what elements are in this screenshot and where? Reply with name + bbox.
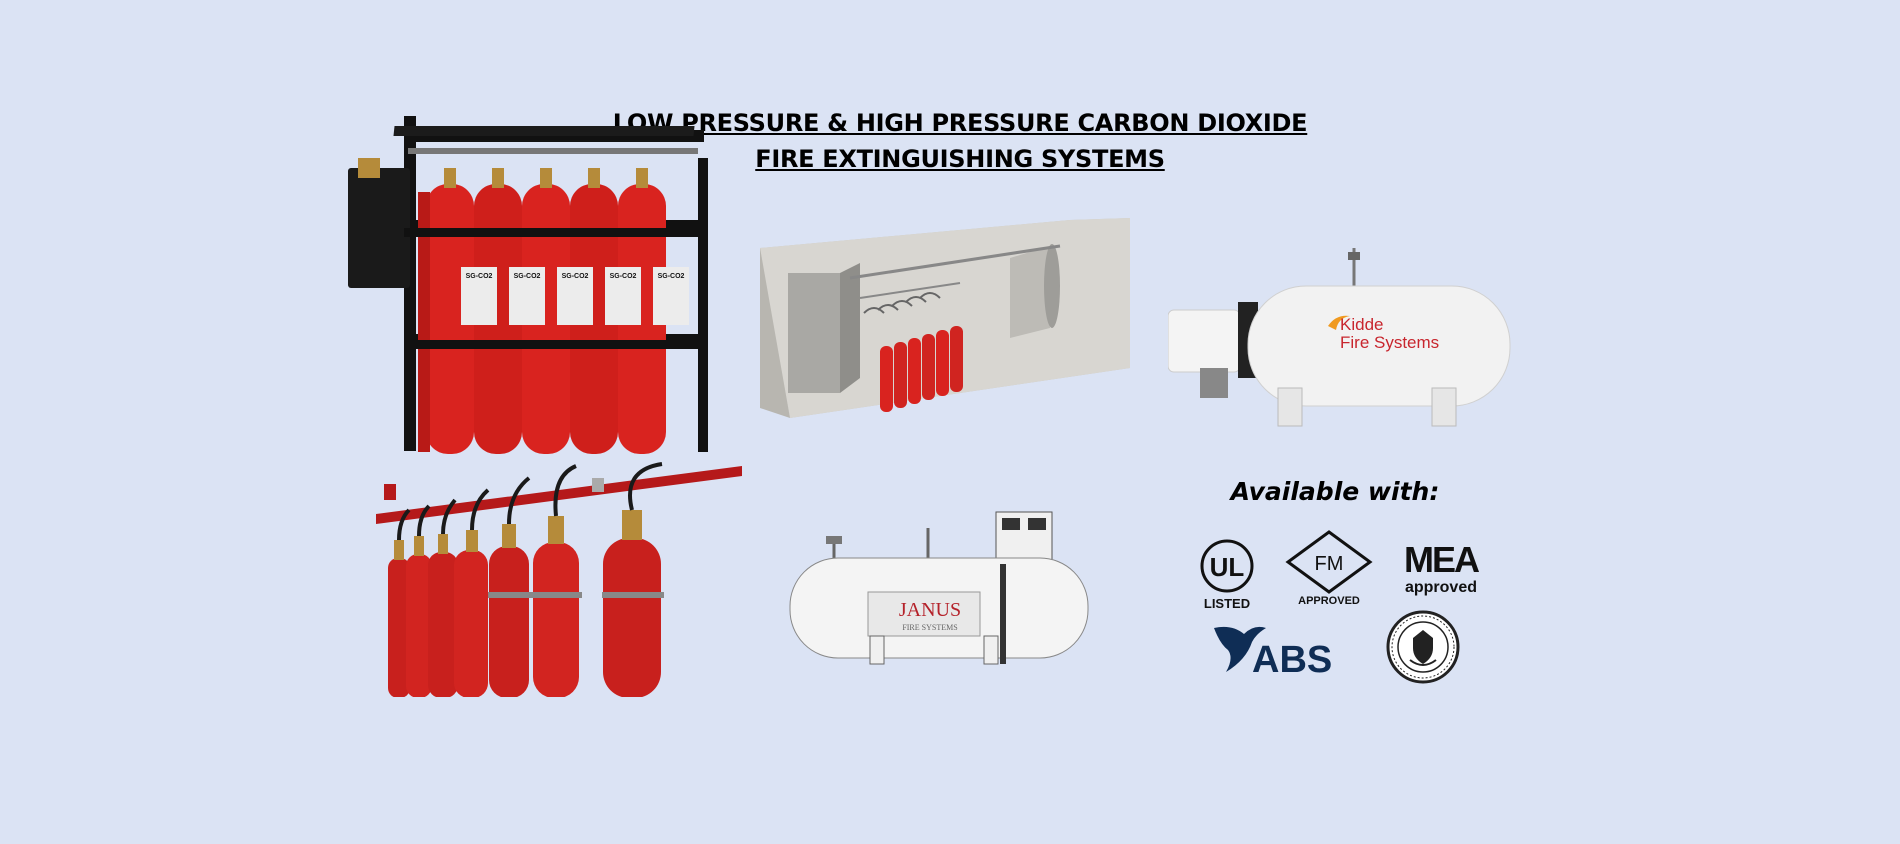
manifold-cylinders-image	[376, 462, 746, 697]
cylinder-label-3: SG-CO2	[562, 273, 589, 280]
coast-guard-seal-icon	[1386, 610, 1460, 684]
janus-tank-image: JANUS FIRE SYSTEMS	[788, 508, 1103, 668]
ul-mark: UL	[1210, 552, 1245, 582]
kidde-tank-image: Kidde Fire Systems	[1168, 248, 1518, 433]
cylinder-label-2: SG-CO2	[514, 273, 541, 280]
cylinder-label-4: SG-CO2	[610, 273, 637, 280]
fm-approved-logo: FM APPROVED	[1284, 530, 1374, 608]
kidde-brand-line-1: Kidde	[1340, 315, 1383, 334]
fm-mark: FM	[1315, 553, 1344, 575]
mea-caption: approved	[1405, 579, 1477, 596]
fm-caption: APPROVED	[1298, 595, 1360, 607]
mea-approved-logo: MEA approved	[1398, 538, 1484, 598]
janus-brand-line-2: FIRE SYSTEMS	[902, 623, 957, 632]
engineered-system-image	[760, 218, 1140, 438]
mea-mark: MEA	[1404, 539, 1480, 580]
kidde-brand-line-2: Fire Systems	[1340, 333, 1439, 352]
cylinder-label-1: SG-CO2	[466, 273, 493, 280]
ul-listed-logo: UL LISTED	[1198, 538, 1258, 612]
page-title: LOW PRESSURE & HIGH PRESSURE CARBON DIOX…	[560, 105, 1360, 177]
available-with-heading: Available with:	[1230, 477, 1440, 506]
abs-logo: ABS	[1212, 622, 1352, 678]
janus-brand-line-1: JANUS	[899, 599, 961, 621]
title-line-2: FIRE EXTINGUISHING SYSTEMS	[755, 145, 1165, 173]
title-line-1: LOW PRESSURE & HIGH PRESSURE CARBON DIOX…	[612, 109, 1308, 137]
ul-caption: LISTED	[1204, 596, 1250, 611]
eagle-icon	[1214, 626, 1266, 672]
abs-mark: ABS	[1252, 639, 1332, 678]
cylinder-rack-image: SG-CO2 SG-CO2 SG-CO2 SG-CO2 SG-CO2	[348, 112, 723, 457]
cylinder-label-5: SG-CO2	[658, 273, 685, 280]
